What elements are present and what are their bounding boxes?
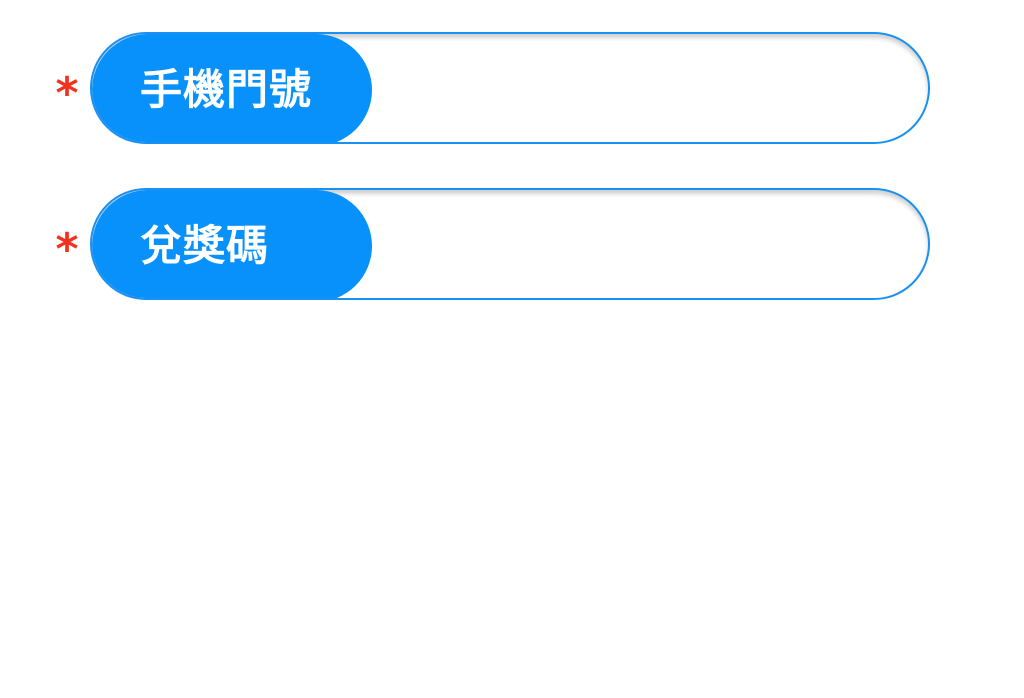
required-asterisk: * — [55, 224, 79, 275]
redemption-code-label-pill: 兌獎碼 — [92, 190, 372, 298]
redemption-code-input[interactable] — [374, 202, 894, 286]
phone-number-input[interactable] — [374, 46, 894, 130]
phone-number-label-pill: 手機門號 — [92, 34, 372, 142]
phone-number-field-row: * 手機門號 — [0, 32, 1024, 144]
phone-number-input-wrapper[interactable]: 手機門號 — [90, 32, 930, 144]
redemption-code-label: 兌獎碼 — [140, 221, 270, 270]
phone-number-label: 手機門號 — [140, 65, 313, 114]
redemption-code-field-row: * 兌獎碼 — [0, 188, 1024, 300]
required-asterisk: * — [55, 68, 79, 119]
redemption-code-input-wrapper[interactable]: 兌獎碼 — [90, 188, 930, 300]
